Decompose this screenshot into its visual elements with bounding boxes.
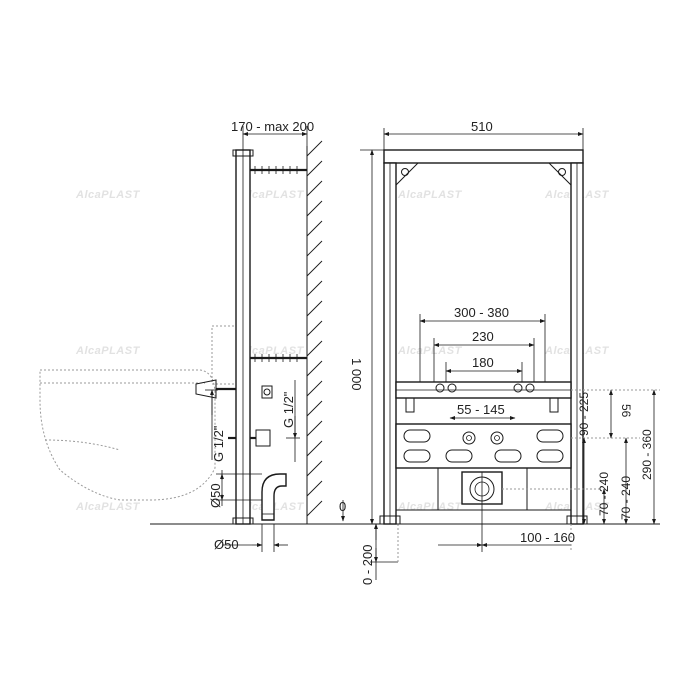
dim-frame-width: 510	[471, 119, 493, 134]
watermark-text: AlcaPLAST	[397, 189, 463, 201]
wall-anchor-rod	[250, 354, 307, 362]
bidet-outline	[39, 369, 216, 501]
side-view: 170 - max 200 G 1/2" G 1/2" Ø50 Ø50 0	[39, 119, 660, 585]
valve-icon	[462, 431, 476, 445]
dim-drain-vertical: Ø50	[208, 483, 223, 508]
dim-inlet-left: G 1/2"	[211, 425, 226, 462]
dim-inlet-spacing: 230	[472, 329, 494, 344]
drain-elbow-icon	[261, 473, 287, 521]
dim-frame-height: 1 000	[349, 358, 364, 391]
watermark-text: AlcaPLAST	[75, 189, 141, 201]
dim-right-1: 56	[619, 404, 633, 418]
mounting-plate	[395, 423, 572, 469]
frame-top-bar	[383, 149, 584, 164]
front-view: 510 1 000	[349, 119, 660, 552]
watermark-text: AlcaPLAST	[397, 345, 463, 357]
floor-zero-label: 0	[339, 499, 346, 514]
dim-drain-horizontal: Ø50	[214, 537, 239, 552]
dim-bracket-spacing: 300 - 380	[454, 305, 509, 320]
dim-inlet-right: G 1/2"	[281, 391, 296, 428]
dim-right-2: 90 - 225	[577, 392, 591, 436]
watermark-text: AlcaPLAST	[397, 501, 463, 513]
wall-hatch	[306, 140, 323, 524]
valve-icon	[490, 431, 504, 445]
dim-right-4: 290 - 360	[640, 429, 654, 480]
watermark-text: AlcaPLAST	[75, 501, 141, 513]
dim-right-3b: 70 - 240	[619, 476, 633, 520]
dim-inner-spacing: 180	[472, 355, 494, 370]
dim-valve-spacing: 55 - 145	[457, 402, 505, 417]
valve-icon	[255, 429, 271, 447]
dim-right-3: 70 - 240	[597, 472, 611, 516]
dim-wall-offset: 170 - max 200	[231, 119, 314, 134]
watermark-text: AlcaPLAST	[75, 345, 141, 357]
dim-floor-range: 0 - 200	[360, 545, 375, 585]
wall-anchor-rod	[250, 166, 307, 174]
dim-drain-offset: 100 - 160	[520, 530, 575, 545]
watermark-text: AlcaPLAST	[239, 189, 305, 201]
valve-icon	[195, 379, 217, 399]
